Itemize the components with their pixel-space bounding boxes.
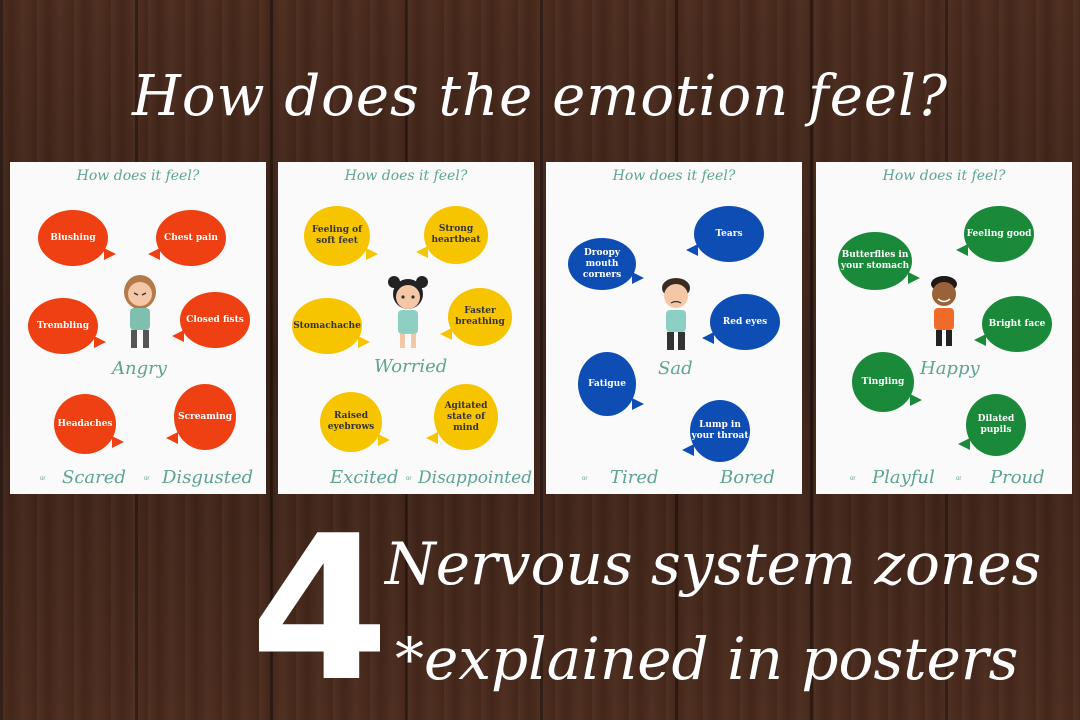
symptom-bubble: Trembling — [28, 298, 106, 354]
footer-line-1: Nervous system zones — [385, 530, 1042, 598]
or-label: or — [582, 476, 588, 482]
or-label: or — [144, 476, 150, 482]
brand-logo — [224, 166, 260, 176]
symptom-bubble: Agitated state of mind — [426, 384, 498, 450]
poster-header: How does it feel? — [76, 168, 200, 184]
emotion-label: Angry — [112, 358, 167, 379]
alternate-emotion: Proud — [990, 467, 1045, 488]
alternate-emotion: Bored — [720, 467, 775, 488]
symptom-bubble: Tears — [686, 206, 764, 262]
or-label: or — [406, 476, 412, 482]
symptom-bubble: Lump in your throat — [682, 400, 750, 462]
poster-header: How does it feel? — [882, 168, 1006, 184]
symptom-bubble: Feeling good — [956, 206, 1034, 262]
symptom-bubble: Droopy mouth corners — [568, 238, 644, 290]
emotion-label: Sad — [658, 358, 693, 379]
alternate-emotion: Disgusted — [162, 467, 254, 488]
happy-child-illustration — [931, 276, 957, 346]
symptom-bubble: Raised eyebrows — [320, 392, 390, 452]
angry-child-illustration — [124, 275, 156, 348]
symptom-bubble: Chest pain — [148, 210, 226, 266]
alternate-emotion: Disappointed — [418, 468, 533, 488]
symptom-bubble: Screaming — [166, 384, 236, 450]
symptom-bubble: Tingling — [852, 352, 922, 412]
poster-happy: How does it feel? Butterflies in your st… — [816, 162, 1072, 494]
poster-header: How does it feel? — [612, 168, 736, 184]
footer-line-2: *explained in posters — [395, 625, 1019, 693]
symptom-bubble: Red eyes — [702, 294, 780, 350]
symptom-bubble: Blushing — [38, 210, 116, 266]
emotion-label: Happy — [920, 358, 980, 379]
alternate-emotion: Tired — [610, 467, 659, 488]
symptom-bubble: Stomachache — [292, 298, 370, 354]
alternate-emotion: Scared — [62, 467, 126, 488]
emotion-label: Worried — [374, 356, 448, 377]
or-label: or — [850, 476, 856, 482]
poster-sad: How does it feel? Droopy mouth corners T… — [546, 162, 802, 494]
brand-logo — [760, 166, 796, 176]
symptom-bubble: Headaches — [54, 394, 124, 454]
or-label: or — [40, 476, 46, 482]
sad-child-illustration — [662, 278, 690, 350]
brand-logo — [492, 166, 528, 176]
brand-logo — [1030, 166, 1066, 176]
page-headline: How does the emotion feel? — [132, 64, 948, 129]
alternate-emotion: Playful — [872, 467, 935, 488]
zone-count: 4 — [250, 493, 390, 726]
or-label: or — [956, 476, 962, 482]
symptom-bubble: Feeling of soft feet — [304, 206, 378, 266]
symptom-bubble: Closed fists — [172, 292, 250, 348]
symptom-bubble: Fatigue — [578, 352, 644, 416]
symptom-bubble: Dilated pupils — [958, 394, 1026, 456]
symptom-bubble: Strong heartbeat — [416, 206, 488, 264]
poster-header: How does it feel? — [344, 168, 468, 184]
symptom-bubble: Faster breathing — [440, 288, 512, 346]
poster-angry: How does it feel? Blushing Chest pain Tr… — [10, 162, 266, 494]
symptom-bubble: Bright face — [974, 296, 1052, 352]
symptom-bubble: Butterflies in your stomach — [838, 232, 920, 290]
worried-child-illustration — [388, 276, 428, 348]
alternate-emotion: Excited — [330, 467, 399, 488]
poster-worried: How does it feel? Feeling of soft feet S… — [278, 162, 534, 494]
